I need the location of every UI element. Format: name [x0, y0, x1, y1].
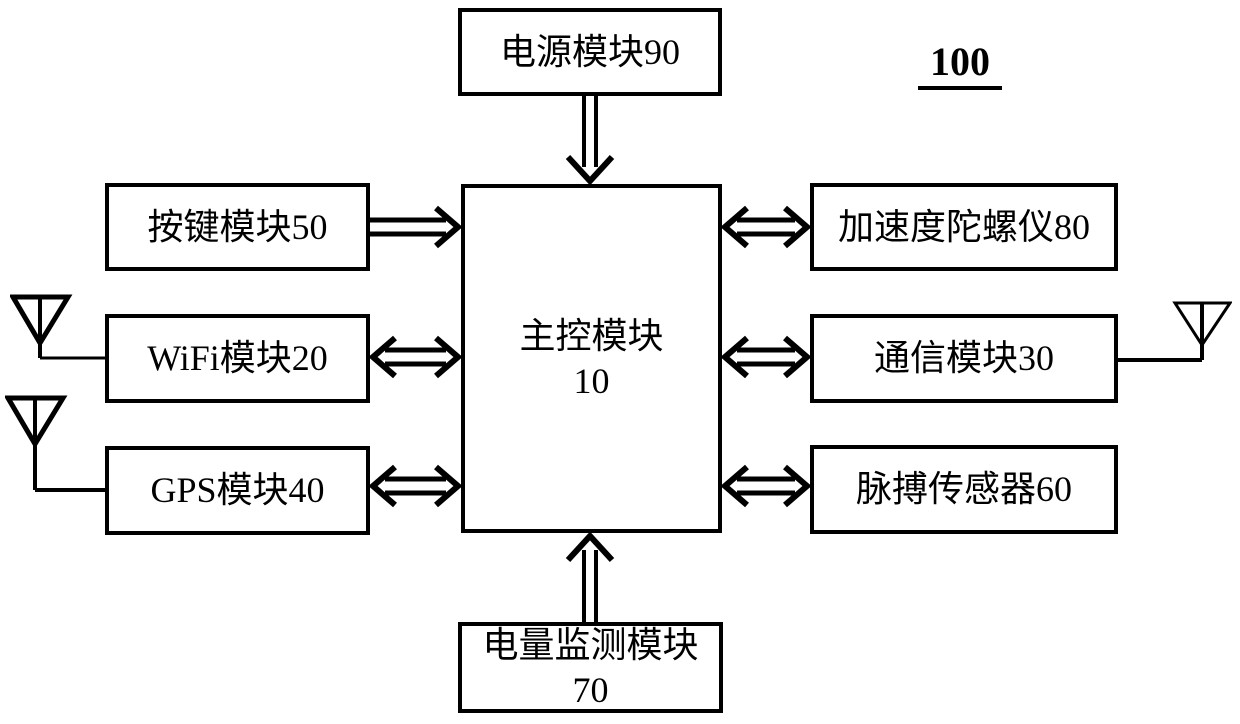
arrow-wifi-main-icon: [370, 335, 461, 379]
node-pulse-sensor-module-label: 脉搏传感器60: [855, 469, 1072, 509]
node-main-control-module-label: 主控模块: [519, 315, 664, 356]
figure-label: 100: [918, 38, 1002, 90]
node-communication-module-label: 通信模块30: [873, 338, 1054, 378]
arrow-button-to-main-icon: [370, 205, 461, 249]
antenna-icon-gps: [5, 395, 106, 494]
antenna-icon-wifi: [10, 294, 106, 362]
node-gps-module: GPS模块40: [105, 446, 370, 535]
arrow-main-gyro-icon: [722, 205, 810, 249]
node-power-module-label: 电源模块90: [499, 31, 680, 72]
node-accel-gyro-module-label: 加速度陀螺仪80: [837, 206, 1090, 247]
node-button-module-label: 按键模块50: [147, 206, 328, 247]
node-battery-monitor-module: 电量监测模块 70: [458, 622, 723, 713]
arrow-battery-to-main-icon: [560, 533, 620, 622]
node-battery-monitor-module-number: 70: [572, 669, 609, 710]
node-button-module: 按键模块50: [105, 183, 370, 271]
node-main-control-module-number: 10: [573, 360, 610, 401]
antenna-icon-comm: [1118, 300, 1232, 364]
node-battery-monitor-module-label: 电量监测模块: [482, 624, 699, 665]
node-gps-module-label: GPS模块40: [150, 470, 325, 510]
node-wifi-module-label: WiFi模块20: [147, 338, 328, 378]
arrow-gps-main-icon: [370, 464, 461, 508]
node-accel-gyro-module: 加速度陀螺仪80: [810, 183, 1118, 271]
node-power-module: 电源模块90: [458, 8, 722, 96]
arrow-main-pulse-icon: [722, 464, 810, 508]
node-main-control-module: 主控模块 10: [461, 184, 722, 533]
node-pulse-sensor-module: 脉搏传感器60: [810, 445, 1118, 534]
node-communication-module: 通信模块30: [810, 314, 1118, 403]
arrow-power-to-main-icon: [560, 95, 620, 184]
arrow-main-comm-icon: [722, 335, 810, 379]
node-wifi-module: WiFi模块20: [105, 314, 370, 403]
